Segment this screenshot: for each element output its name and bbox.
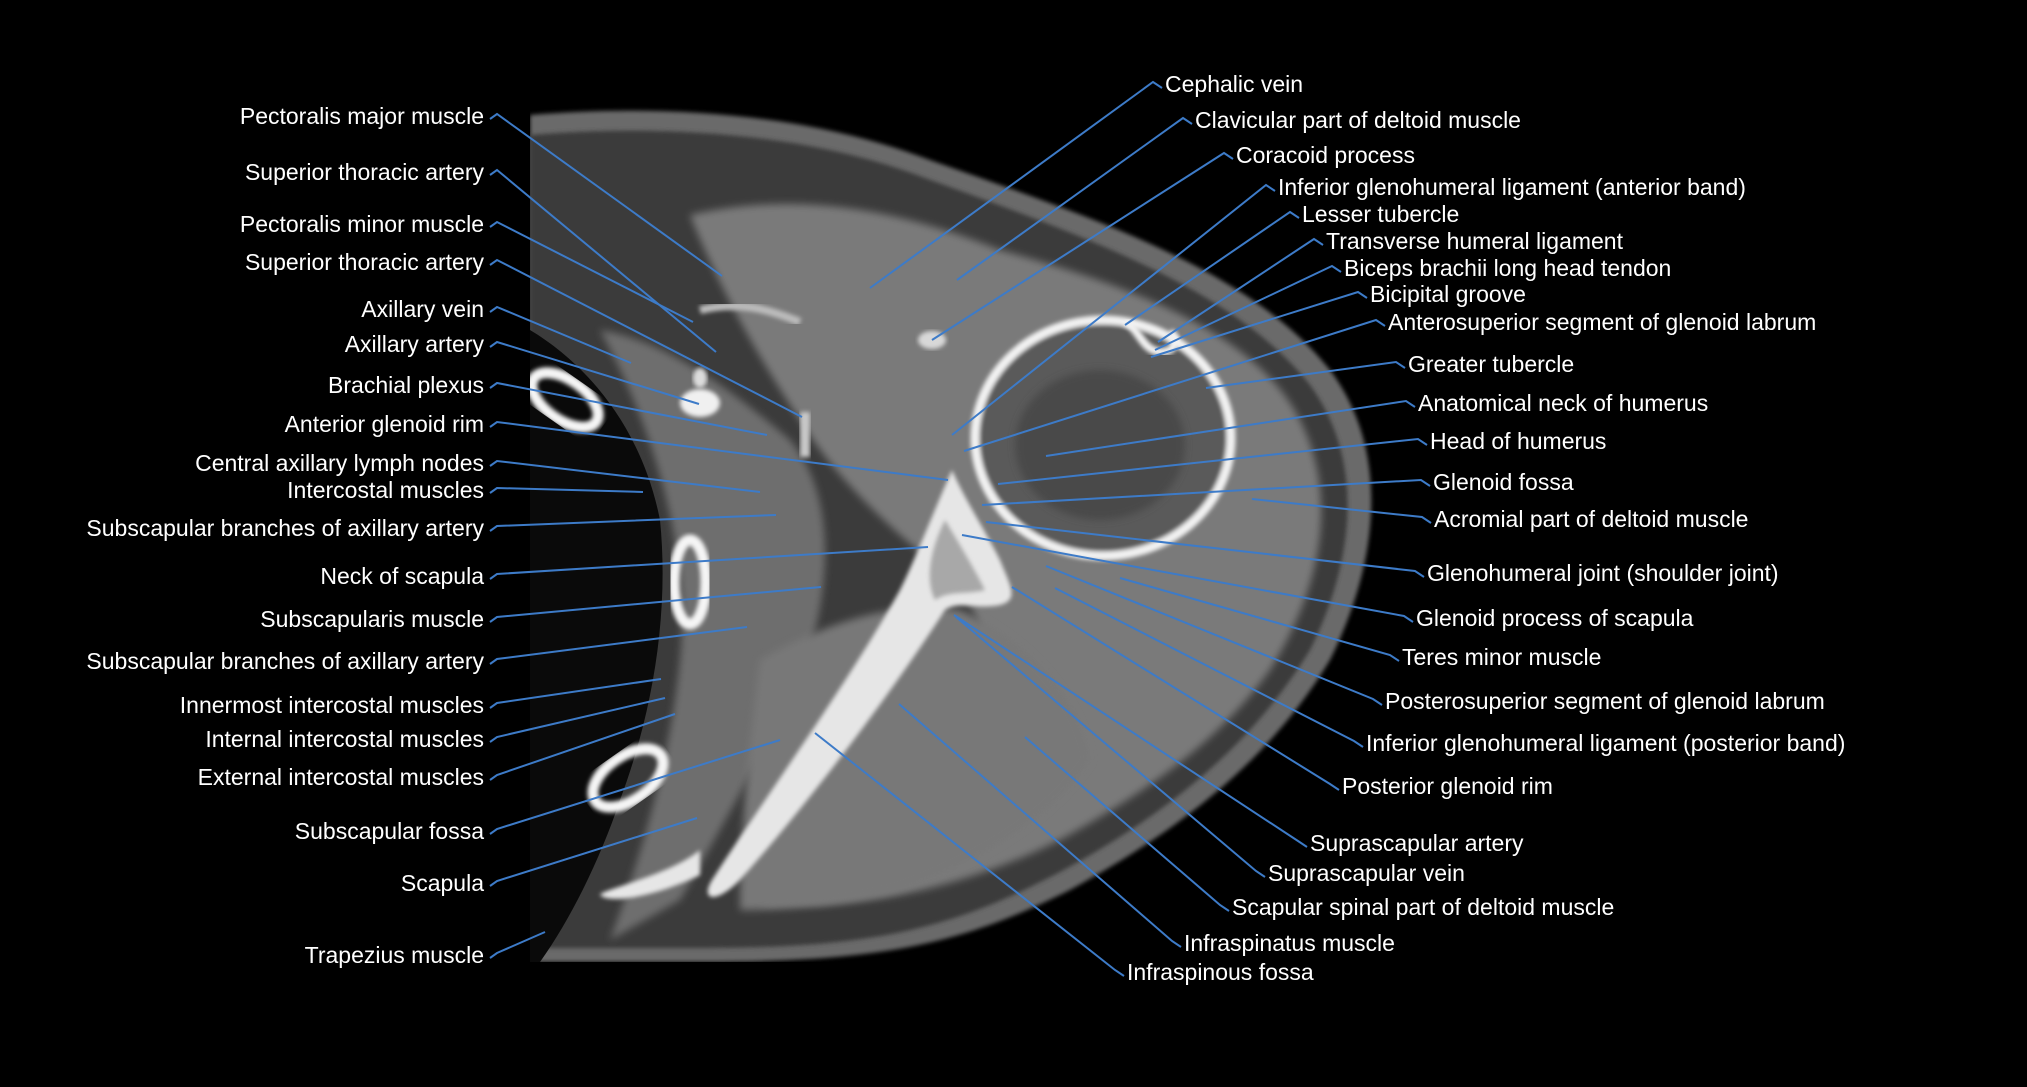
leader-line [489,340,700,405]
label-glenoid-fossa: Glenoid fossa [1433,469,1574,495]
label-inferior-glenohumeral-ligament-anterior-band: Inferior glenohumeral ligament (anterior… [1278,174,1746,200]
label-posterior-glenoid-rim: Posterior glenoid rim [1342,773,1553,799]
label-scapula: Scapula [400,870,484,896]
leader-line [1119,577,1400,662]
leader-line [489,305,632,364]
label-internal-intercostal-muscles: Internal intercostal muscles [205,726,484,752]
label-posterosuperior-segment-of-glenoid-labrum: Posterosuperior segment of glenoid labru… [1385,688,1825,714]
leader-line [956,116,1193,281]
leader-line [489,220,694,323]
leader-line [489,514,777,532]
leader-line [997,437,1428,485]
leader-line [981,478,1431,506]
leader-line [1011,586,1340,791]
label-anatomical-neck-of-humerus: Anatomical neck of humerus [1418,390,1709,416]
leader-line [1024,736,1230,912]
leader-line [961,534,1414,623]
label-external-intercostal-muscles: External intercostal muscles [197,764,484,790]
label-infraspinous-fossa: Infraspinous fossa [1127,959,1314,985]
label-axillary-artery: Axillary artery [344,331,484,357]
leader-lines [489,80,1432,977]
ct-slice [530,80,1440,962]
leader-line [953,614,1308,848]
leader-line [955,616,1266,878]
leader-line [489,168,717,353]
label-subscapularis-muscle: Subscapularis muscle [260,606,484,632]
leader-line [489,112,723,277]
label-pectoralis-major-muscle: Pectoralis major muscle [239,103,484,129]
leader-line [489,546,929,580]
label-innermost-intercostal-muscles: Innermost intercostal muscles [179,692,484,718]
label-transverse-humeral-ligament: Transverse humeral ligament [1326,228,1623,254]
axillary-artery [680,389,720,417]
rib [668,534,712,630]
label-superior-thoracic-artery: Superior thoracic artery [244,249,484,275]
label-teres-minor-muscle: Teres minor muscle [1402,644,1602,670]
leader-line [1205,360,1406,389]
label-greater-tubercle: Greater tubercle [1408,351,1575,377]
label-bicipital-groove: Bicipital groove [1370,281,1526,307]
leader-line [489,381,768,436]
leader-line [489,678,662,709]
label-neck-of-scapula: Neck of scapula [320,563,484,589]
leader-line [1154,264,1342,351]
label-trapezius-muscle: Trapezius muscle [304,942,484,968]
leader-line [489,713,676,781]
label-suprascapular-vein: Suprascapular vein [1268,860,1465,886]
leader-line [931,151,1234,341]
leader-line [1045,399,1416,457]
label-anterosuperior-segment-of-glenoid-labrum: Anterosuperior segment of glenoid labrum [1388,309,1817,335]
label-anterior-glenoid-rim: Anterior glenoid rim [284,411,484,437]
label-intercostal-muscles: Intercostal muscles [287,477,484,503]
rib [530,367,604,433]
leader-line [489,739,781,835]
leader-line [1150,290,1368,358]
label-pectoralis-minor-muscle: Pectoralis minor muscle [239,211,484,237]
label-brachial-plexus: Brachial plexus [328,372,484,398]
leader-line [1045,565,1383,706]
leader-line [1157,237,1324,343]
leader-line [1124,210,1300,326]
leader-line [951,183,1276,436]
label-lesser-tubercle: Lesser tubercle [1302,201,1460,227]
leader-line [963,318,1386,452]
label-scapular-spinal-part-of-deltoid-muscle: Scapular spinal part of deltoid muscle [1232,894,1615,920]
label-inferior-glenohumeral-ligament-posterior-band: Inferior glenohumeral ligament (posterio… [1366,730,1846,756]
leader-line [1251,498,1432,524]
leader-line [489,697,666,743]
leader-line [898,703,1182,948]
label-clavicular-part-of-deltoid-muscle: Clavicular part of deltoid muscle [1195,107,1521,133]
leader-line [489,817,698,887]
label-axillary-vein: Axillary vein [361,296,484,322]
label-glenohumeral-joint-shoulder-joint: Glenohumeral joint (shoulder joint) [1427,560,1779,586]
rib [587,743,669,813]
label-cephalic-vein: Cephalic vein [1165,71,1304,97]
leader-line [489,931,546,959]
label-coracoid-process: Coracoid process [1236,142,1415,168]
leader-line [489,258,803,418]
label-suprascapular-artery: Suprascapular artery [1310,830,1524,856]
label-acromial-part-of-deltoid-muscle: Acromial part of deltoid muscle [1434,506,1749,532]
label-infraspinatus-muscle: Infraspinatus muscle [1184,930,1395,956]
leader-line [869,80,1163,289]
leader-line [489,459,761,493]
label-biceps-brachii-long-head-tendon: Biceps brachii long head tendon [1344,255,1672,281]
leader-line [489,486,644,494]
label-subscapular-branches-of-axillary-artery: Subscapular branches of axillary artery [86,648,484,674]
leader-line [489,420,949,481]
leader-line [814,732,1125,977]
label-central-axillary-lymph-nodes: Central axillary lymph nodes [195,450,484,476]
label-head-of-humerus: Head of humerus [1430,428,1607,454]
leader-line [1054,587,1364,748]
label-subscapular-branches-of-axillary-artery: Subscapular branches of axillary artery [86,515,484,541]
label-superior-thoracic-artery: Superior thoracic artery [244,159,484,185]
leader-line [489,586,822,623]
label-subscapular-fossa: Subscapular fossa [294,818,484,844]
leader-line [489,626,748,665]
leader-line [985,521,1425,578]
label-glenoid-process-of-scapula: Glenoid process of scapula [1416,605,1694,631]
